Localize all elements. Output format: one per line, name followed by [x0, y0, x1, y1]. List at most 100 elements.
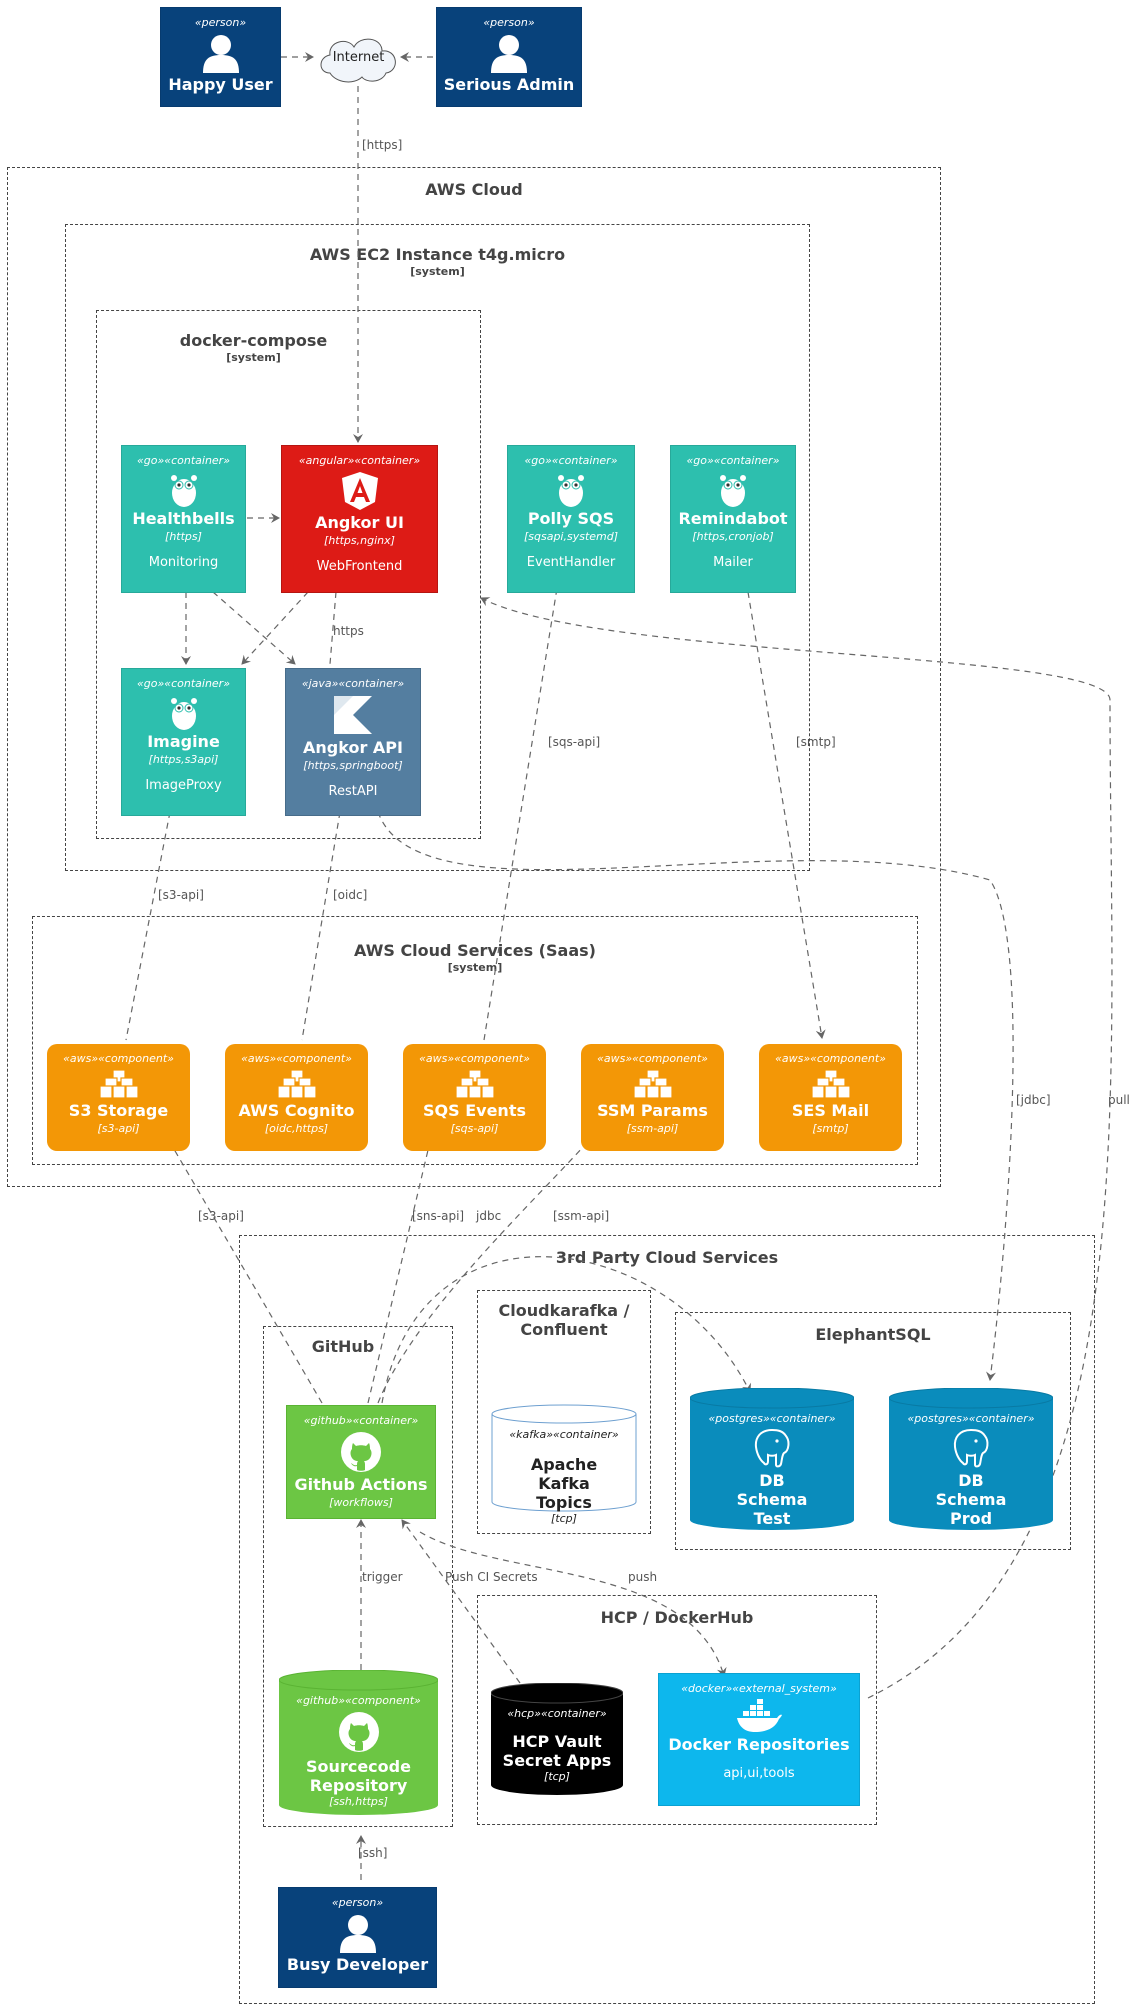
edge-label-pull: pull [1108, 1093, 1130, 1107]
gopher-icon [170, 698, 197, 730]
stereotype: «angular»«container» [298, 454, 421, 467]
node-name: AWS Cognito [238, 1101, 355, 1120]
cylinder-shape [491, 1404, 637, 1512]
node-tech: [smtp] [812, 1122, 849, 1135]
node-desc: Mailer [713, 555, 753, 570]
node-name: Happy User [168, 75, 273, 94]
container-angkor-api[interactable]: «java»«container» Angkor API [https,spri… [285, 668, 421, 816]
node-name: SQS Events [423, 1101, 526, 1120]
postgres-elephant-icon [953, 1428, 989, 1468]
internet-label: Internet [332, 50, 385, 65]
component-ssm-params[interactable]: «aws»«component» SSM Params [ssm-api] [581, 1044, 724, 1151]
stereotype: «person» [194, 16, 247, 29]
container-healthbells[interactable]: «go»«container» Healthbells [https] Moni… [121, 445, 246, 593]
boundary-subtitle: [system] [410, 265, 465, 278]
node-tech: [https] [165, 530, 202, 543]
stereotype: «go»«container» [137, 677, 230, 690]
node-tech: [tcp] [544, 1770, 570, 1783]
cloud-shape [320, 38, 396, 83]
component-sqs-events[interactable]: «aws»«component» SQS Events [sqs-api] [403, 1044, 546, 1151]
edge-label-sns-api: [sns-api] [412, 1209, 465, 1223]
node-desc: ImageProxy [145, 778, 222, 793]
container-hcp-vault[interactable]: «hcp»«container» HCP Vault Secret Apps [… [491, 1683, 623, 1795]
database-db-schema-prod[interactable]: «postgres»«container» DB Schema Prod [jd… [889, 1388, 1053, 1541]
boundary-title: AWS Cloud Services (Saas)[system] [33, 941, 917, 974]
person-icon [202, 35, 239, 73]
boundary-title-text: docker-compose [179, 331, 328, 350]
node-name: Busy Developer [286, 1955, 429, 1974]
node-name: Imagine [147, 732, 220, 751]
edge-label-sqs-api: [sqs-api] [548, 735, 601, 749]
boundary-title: Cloudkarafka / Confluent [498, 1301, 630, 1339]
component-aws-cognito[interactable]: «aws»«component» AWS Cognito [oidc,https… [225, 1044, 368, 1151]
node-desc: WebFrontend [316, 559, 403, 574]
github-icon [338, 1712, 379, 1752]
node-name: DB Schema Test [736, 1471, 808, 1528]
aws-cubes-icon [276, 1069, 317, 1099]
person-happy-user[interactable]: «person» Happy User [160, 7, 281, 107]
aws-cubes-icon [98, 1069, 139, 1099]
cylinder-shape [889, 1388, 1053, 1530]
node-tech: [https,s3api] [148, 753, 219, 766]
node-name: Remindabot [678, 509, 788, 528]
stereotype: «go»«container» [137, 454, 230, 467]
person-busy-developer[interactable]: «person» Busy Developer [278, 1887, 437, 1988]
boundary-aws-saas: AWS Cloud Services (Saas)[system] [32, 916, 918, 1165]
node-tech: [ssh,https] [329, 1795, 388, 1808]
node-name: DB Schema Prod [935, 1471, 1007, 1528]
node-tech: [jdbc] [955, 1528, 987, 1541]
node-tech: [sqs-api] [450, 1122, 499, 1135]
node-tech: [oidc,https] [264, 1122, 329, 1135]
node-tech: [https,cronjob] [692, 530, 774, 543]
stereotype: «aws»«component» [597, 1052, 708, 1065]
stereotype: «go»«container» [524, 454, 618, 467]
external-docker-repositories[interactable]: «docker»«external_system» Docker Reposit… [658, 1673, 860, 1806]
edge-label-ssh: [ssh] [358, 1846, 388, 1860]
container-polly-sqs[interactable]: «go»«container» Polly SQS [sqsapi,system… [507, 445, 635, 593]
edge-label-https: [https] [362, 138, 403, 152]
node-name: Angkor API [303, 738, 403, 757]
boundary-aws-cloud: AWS Cloud [7, 167, 941, 1187]
github-icon [341, 1432, 381, 1472]
boundary-docker-compose: docker-compose[system] [96, 310, 481, 839]
node-tech: [ssm-api] [626, 1122, 679, 1135]
stereotype: «person» [483, 16, 535, 29]
component-ses-mail[interactable]: «aws»«component» SES Mail [smtp] [759, 1044, 902, 1151]
stereotype: «java»«container» [301, 677, 405, 690]
node-name: Github Actions [294, 1475, 428, 1494]
internet-cloud[interactable]: Internet [316, 33, 401, 85]
database-db-schema-test[interactable]: «postgres»«container» DB Schema Test [jd… [690, 1388, 854, 1541]
node-name: HCP Vault Secret Apps [502, 1732, 612, 1770]
edge-label-jdbc: jdbc [476, 1209, 502, 1223]
container-remindabot[interactable]: «go»«container» Remindabot [https,cronjo… [670, 445, 796, 593]
boundary-third-party: 3rd Party Cloud Services [239, 1235, 1095, 2004]
boundary-title: AWS EC2 Instance t4g.micro[system] [66, 245, 809, 278]
stereotype: «aws»«component» [419, 1052, 530, 1065]
boundary-hcp-dockerhub: HCP / DockerHub [477, 1595, 877, 1825]
node-tech: [tcp] [551, 1512, 577, 1525]
container-angkor-ui[interactable]: «angular»«container» Angkor UI [https,ng… [281, 445, 438, 593]
gopher-icon [170, 475, 197, 507]
boundary-ec2: AWS EC2 Instance t4g.micro[system] [65, 224, 810, 871]
node-tech: [s3-api] [97, 1122, 140, 1135]
edge-label-push: push [628, 1570, 658, 1584]
node-desc: Monitoring [148, 555, 219, 570]
person-serious-admin[interactable]: «person» Serious Admin [436, 7, 582, 107]
edge-label-trigger: trigger [362, 1570, 403, 1584]
edge-label-smtp: [smtp] [796, 735, 836, 749]
component-s3-storage[interactable]: «aws»«component» S3 Storage [s3-api] [47, 1044, 190, 1151]
container-github-actions[interactable]: «github»«container» Github Actions [work… [286, 1405, 436, 1519]
cylinder-shape [491, 1683, 623, 1795]
container-imagine[interactable]: «go»«container» Imagine [https,s3api] Im… [121, 668, 246, 816]
stereotype: «postgres»«container» [907, 1412, 1035, 1425]
boundary-title: GitHub [311, 1337, 375, 1356]
stereotype: «kafka»«container» [509, 1428, 619, 1441]
aws-cubes-icon [454, 1069, 495, 1099]
edge-label-s3-api-2: [s3-api] [198, 1209, 244, 1223]
component-sourcecode-repository[interactable]: «github»«component» Sourcecode Repositor… [279, 1670, 438, 1815]
database-apache-kafka[interactable]: «kafka»«container» Apache Kafka Topics [… [491, 1404, 637, 1525]
postgres-elephant-icon [754, 1428, 790, 1468]
node-desc: api,ui,tools [723, 1766, 795, 1781]
node-name: Polly SQS [527, 509, 615, 528]
